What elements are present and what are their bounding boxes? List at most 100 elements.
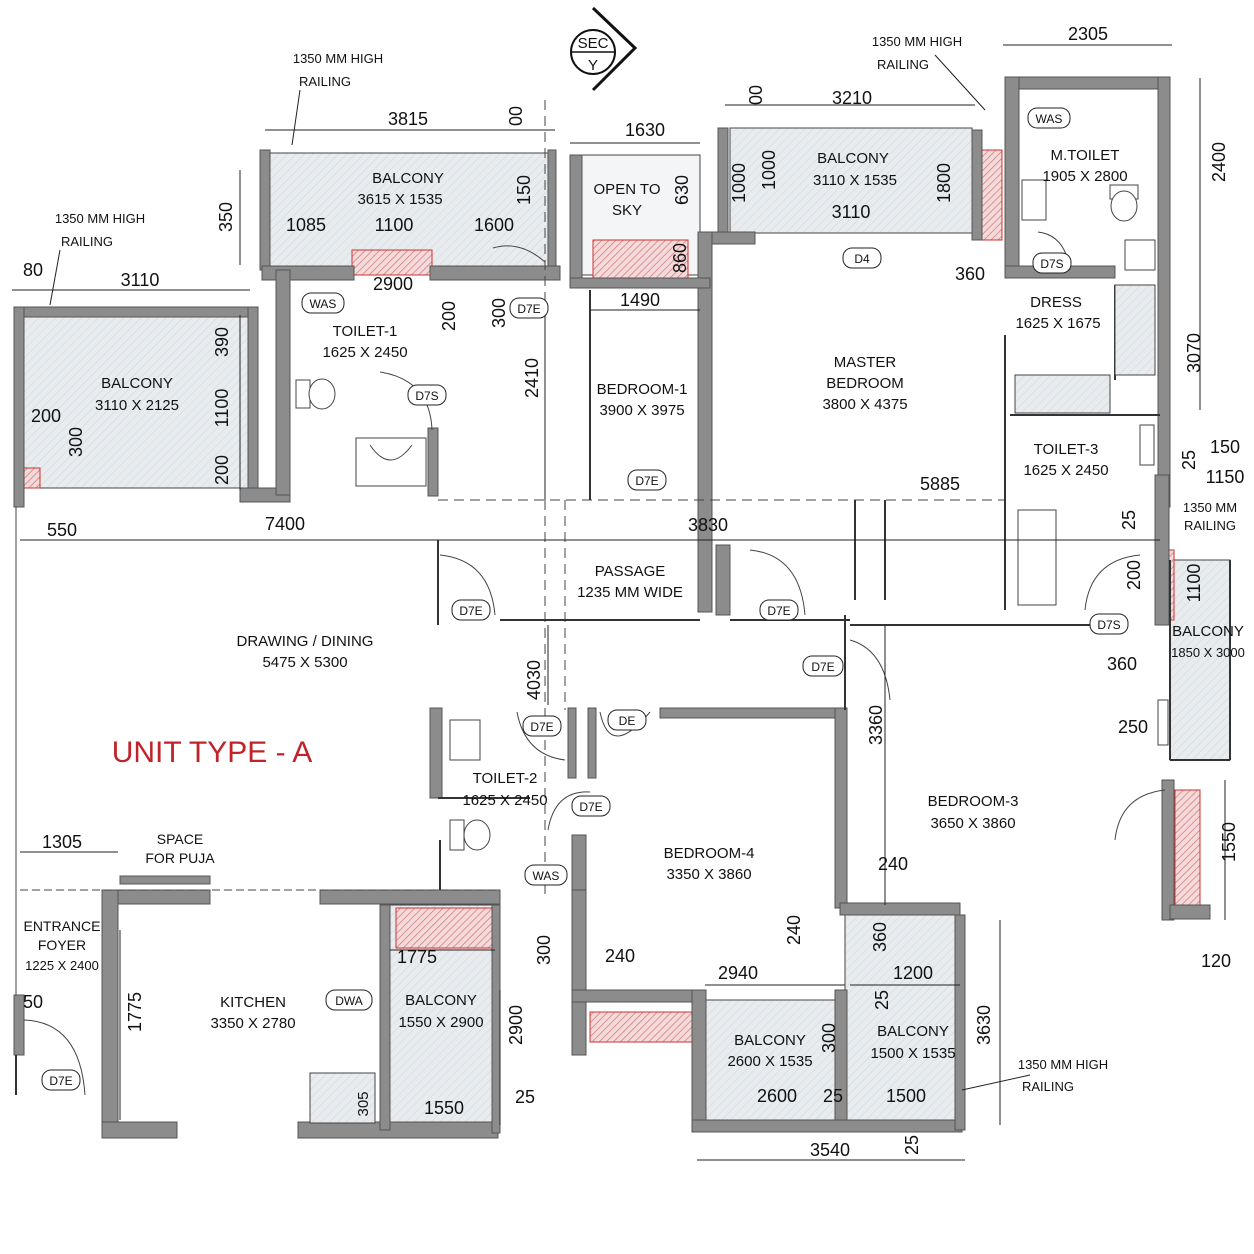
dim-1600: 1600 bbox=[474, 215, 514, 235]
bedroom-1-size: 3900 X 3975 bbox=[599, 402, 684, 419]
dim-1550b: 1550 bbox=[424, 1098, 464, 1118]
dim-200b: 200 bbox=[31, 406, 61, 426]
dress-name: DRESS bbox=[1030, 294, 1082, 311]
dim-1085: 1085 bbox=[286, 215, 326, 235]
section-mark-bottom: Y bbox=[588, 57, 598, 74]
drawing-dining-name: DRAWING / DINING bbox=[237, 633, 374, 650]
door-tag-d7s-3: D7S bbox=[1097, 618, 1120, 632]
dim-1100b: 1100 bbox=[212, 389, 232, 428]
dim-630: 630 bbox=[672, 175, 692, 205]
dim-25e: 25 bbox=[515, 1087, 535, 1107]
dim-50: 50 bbox=[23, 992, 43, 1012]
balcony-bottom-right-size: 1500 X 1535 bbox=[870, 1045, 955, 1062]
section-marker: SEC Y bbox=[570, 6, 638, 92]
dim-3070: 3070 bbox=[1184, 333, 1204, 373]
entrance-size: 1225 X 2400 bbox=[25, 958, 99, 973]
dimension-labels: 2305 3210 00 3815 00 1630 2400 1000 1000… bbox=[23, 24, 1244, 1160]
master-bedroom-l2: BEDROOM bbox=[826, 375, 904, 392]
railing-right-l1: 1350 MM HIGH bbox=[872, 34, 962, 49]
railing-right-l2: RAILING bbox=[877, 57, 929, 72]
dim-5885: 5885 bbox=[920, 474, 960, 494]
dim-3815: 3815 bbox=[388, 109, 428, 129]
open-to-sky-l1: OPEN TO bbox=[594, 181, 661, 198]
railing-notes: 1350 MM HIGH RAILING 1350 MM HIGH RAILIN… bbox=[49, 34, 1237, 1094]
kitchen-size: 3350 X 2780 bbox=[210, 1015, 295, 1032]
dimension-lines bbox=[12, 44, 1226, 1161]
railing-mid-l1: 1350 MM bbox=[1183, 500, 1237, 515]
door-tag-d7e-5: D7E bbox=[811, 660, 834, 674]
railing-mid-l2: RAILING bbox=[1184, 518, 1236, 533]
dim-00a: 00 bbox=[746, 85, 766, 105]
section-mark-top: SEC bbox=[578, 35, 609, 52]
balcony-master-size: 3110 X 1535 bbox=[813, 172, 897, 189]
railing-top-l2: RAILING bbox=[299, 74, 351, 89]
dim-1200: 1200 bbox=[893, 963, 933, 983]
kitchen-name: KITCHEN bbox=[220, 994, 286, 1011]
dim-360a: 360 bbox=[955, 264, 985, 284]
dim-2940: 2940 bbox=[718, 963, 758, 983]
dim-00b: 00 bbox=[506, 106, 526, 126]
balcony-bottom-right-name: BALCONY bbox=[877, 1023, 949, 1040]
dim-350: 350 bbox=[216, 202, 236, 232]
dim-240b: 240 bbox=[784, 915, 804, 945]
dim-2900b: 2900 bbox=[506, 1005, 526, 1045]
dim-25a: 25 bbox=[1179, 450, 1199, 470]
toilet-2-size: 1625 X 2450 bbox=[462, 792, 547, 809]
dim-1000b: 1000 bbox=[759, 150, 779, 190]
door-tag-d7e-3: D7E bbox=[459, 604, 482, 618]
toilet-1-size: 1625 X 2450 bbox=[322, 344, 407, 361]
fixtures bbox=[295, 179, 1169, 1124]
dwa-tag-kitchen: DWA bbox=[335, 994, 363, 1008]
door-tag-d7s-2: D7S bbox=[1040, 257, 1063, 271]
puja-l2: FOR PUJA bbox=[145, 850, 215, 866]
dim-1500: 1500 bbox=[886, 1086, 926, 1106]
dim-1775b: 1775 bbox=[125, 992, 145, 1032]
room-labels: BALCONY 3615 X 1535 OPEN TO SKY BALCONY … bbox=[23, 147, 1244, 1070]
puja-l1: SPACE bbox=[157, 831, 203, 847]
dim-25f: 25 bbox=[902, 1135, 922, 1155]
dim-2600: 2600 bbox=[757, 1086, 797, 1106]
door-tag-d4: D4 bbox=[854, 252, 870, 266]
door-tags: D7E D7S D7E D4 D7S D7E D7E D7S D7E D7E D… bbox=[41, 247, 1129, 1091]
door-tag-d7e-8: D7E bbox=[49, 1074, 72, 1088]
dim-2900a: 2900 bbox=[373, 274, 413, 294]
dim-1150: 1150 bbox=[1206, 467, 1245, 487]
master-bedroom-l1: MASTER bbox=[834, 354, 897, 371]
open-to-sky-l2: SKY bbox=[612, 202, 642, 219]
balcony-bottom-mid-name: BALCONY bbox=[734, 1032, 806, 1049]
dim-80: 80 bbox=[23, 260, 43, 280]
dim-300a: 300 bbox=[489, 298, 509, 328]
dim-120: 120 bbox=[1201, 951, 1231, 971]
dim-150b: 150 bbox=[1210, 437, 1240, 457]
balcony-bottom-mid-size: 2600 X 1535 bbox=[727, 1053, 812, 1070]
dim-1775a: 1775 bbox=[397, 947, 437, 967]
dim-2305: 2305 bbox=[1068, 24, 1108, 44]
door-tag-d7e-2: D7E bbox=[635, 474, 658, 488]
dim-200a: 200 bbox=[439, 301, 459, 331]
dim-300d: 300 bbox=[819, 1023, 839, 1053]
door-tag-d7e-4: D7E bbox=[767, 604, 790, 618]
dim-860: 860 bbox=[670, 243, 690, 273]
door-tag-d7e-1: D7E bbox=[517, 302, 540, 316]
dim-4030: 4030 bbox=[524, 660, 544, 700]
dim-7400: 7400 bbox=[265, 514, 305, 534]
m-toilet-size: 1905 X 2800 bbox=[1042, 168, 1127, 185]
toilet-2-name: TOILET-2 bbox=[473, 770, 538, 787]
unit-type-label: UNIT TYPE - A bbox=[112, 736, 313, 769]
balcony-master-name: BALCONY bbox=[817, 150, 889, 167]
dim-3830: 3830 bbox=[688, 515, 728, 535]
dim-1630: 1630 bbox=[625, 120, 665, 140]
dim-550: 550 bbox=[47, 520, 77, 540]
dim-390: 390 bbox=[212, 327, 232, 357]
dim-1490: 1490 bbox=[620, 290, 660, 310]
balcony-left-name: BALCONY bbox=[101, 375, 173, 392]
dress-size: 1625 X 1675 bbox=[1015, 315, 1100, 332]
passage-name: PASSAGE bbox=[595, 563, 666, 580]
dim-240c: 240 bbox=[605, 946, 635, 966]
dim-150a: 150 bbox=[514, 175, 534, 205]
was-tag-toilet-1: WAS bbox=[310, 297, 337, 311]
dim-25c: 25 bbox=[872, 990, 892, 1010]
dim-1000a: 1000 bbox=[729, 163, 749, 203]
dim-300c: 300 bbox=[534, 935, 554, 965]
dim-3210: 3210 bbox=[832, 88, 872, 108]
